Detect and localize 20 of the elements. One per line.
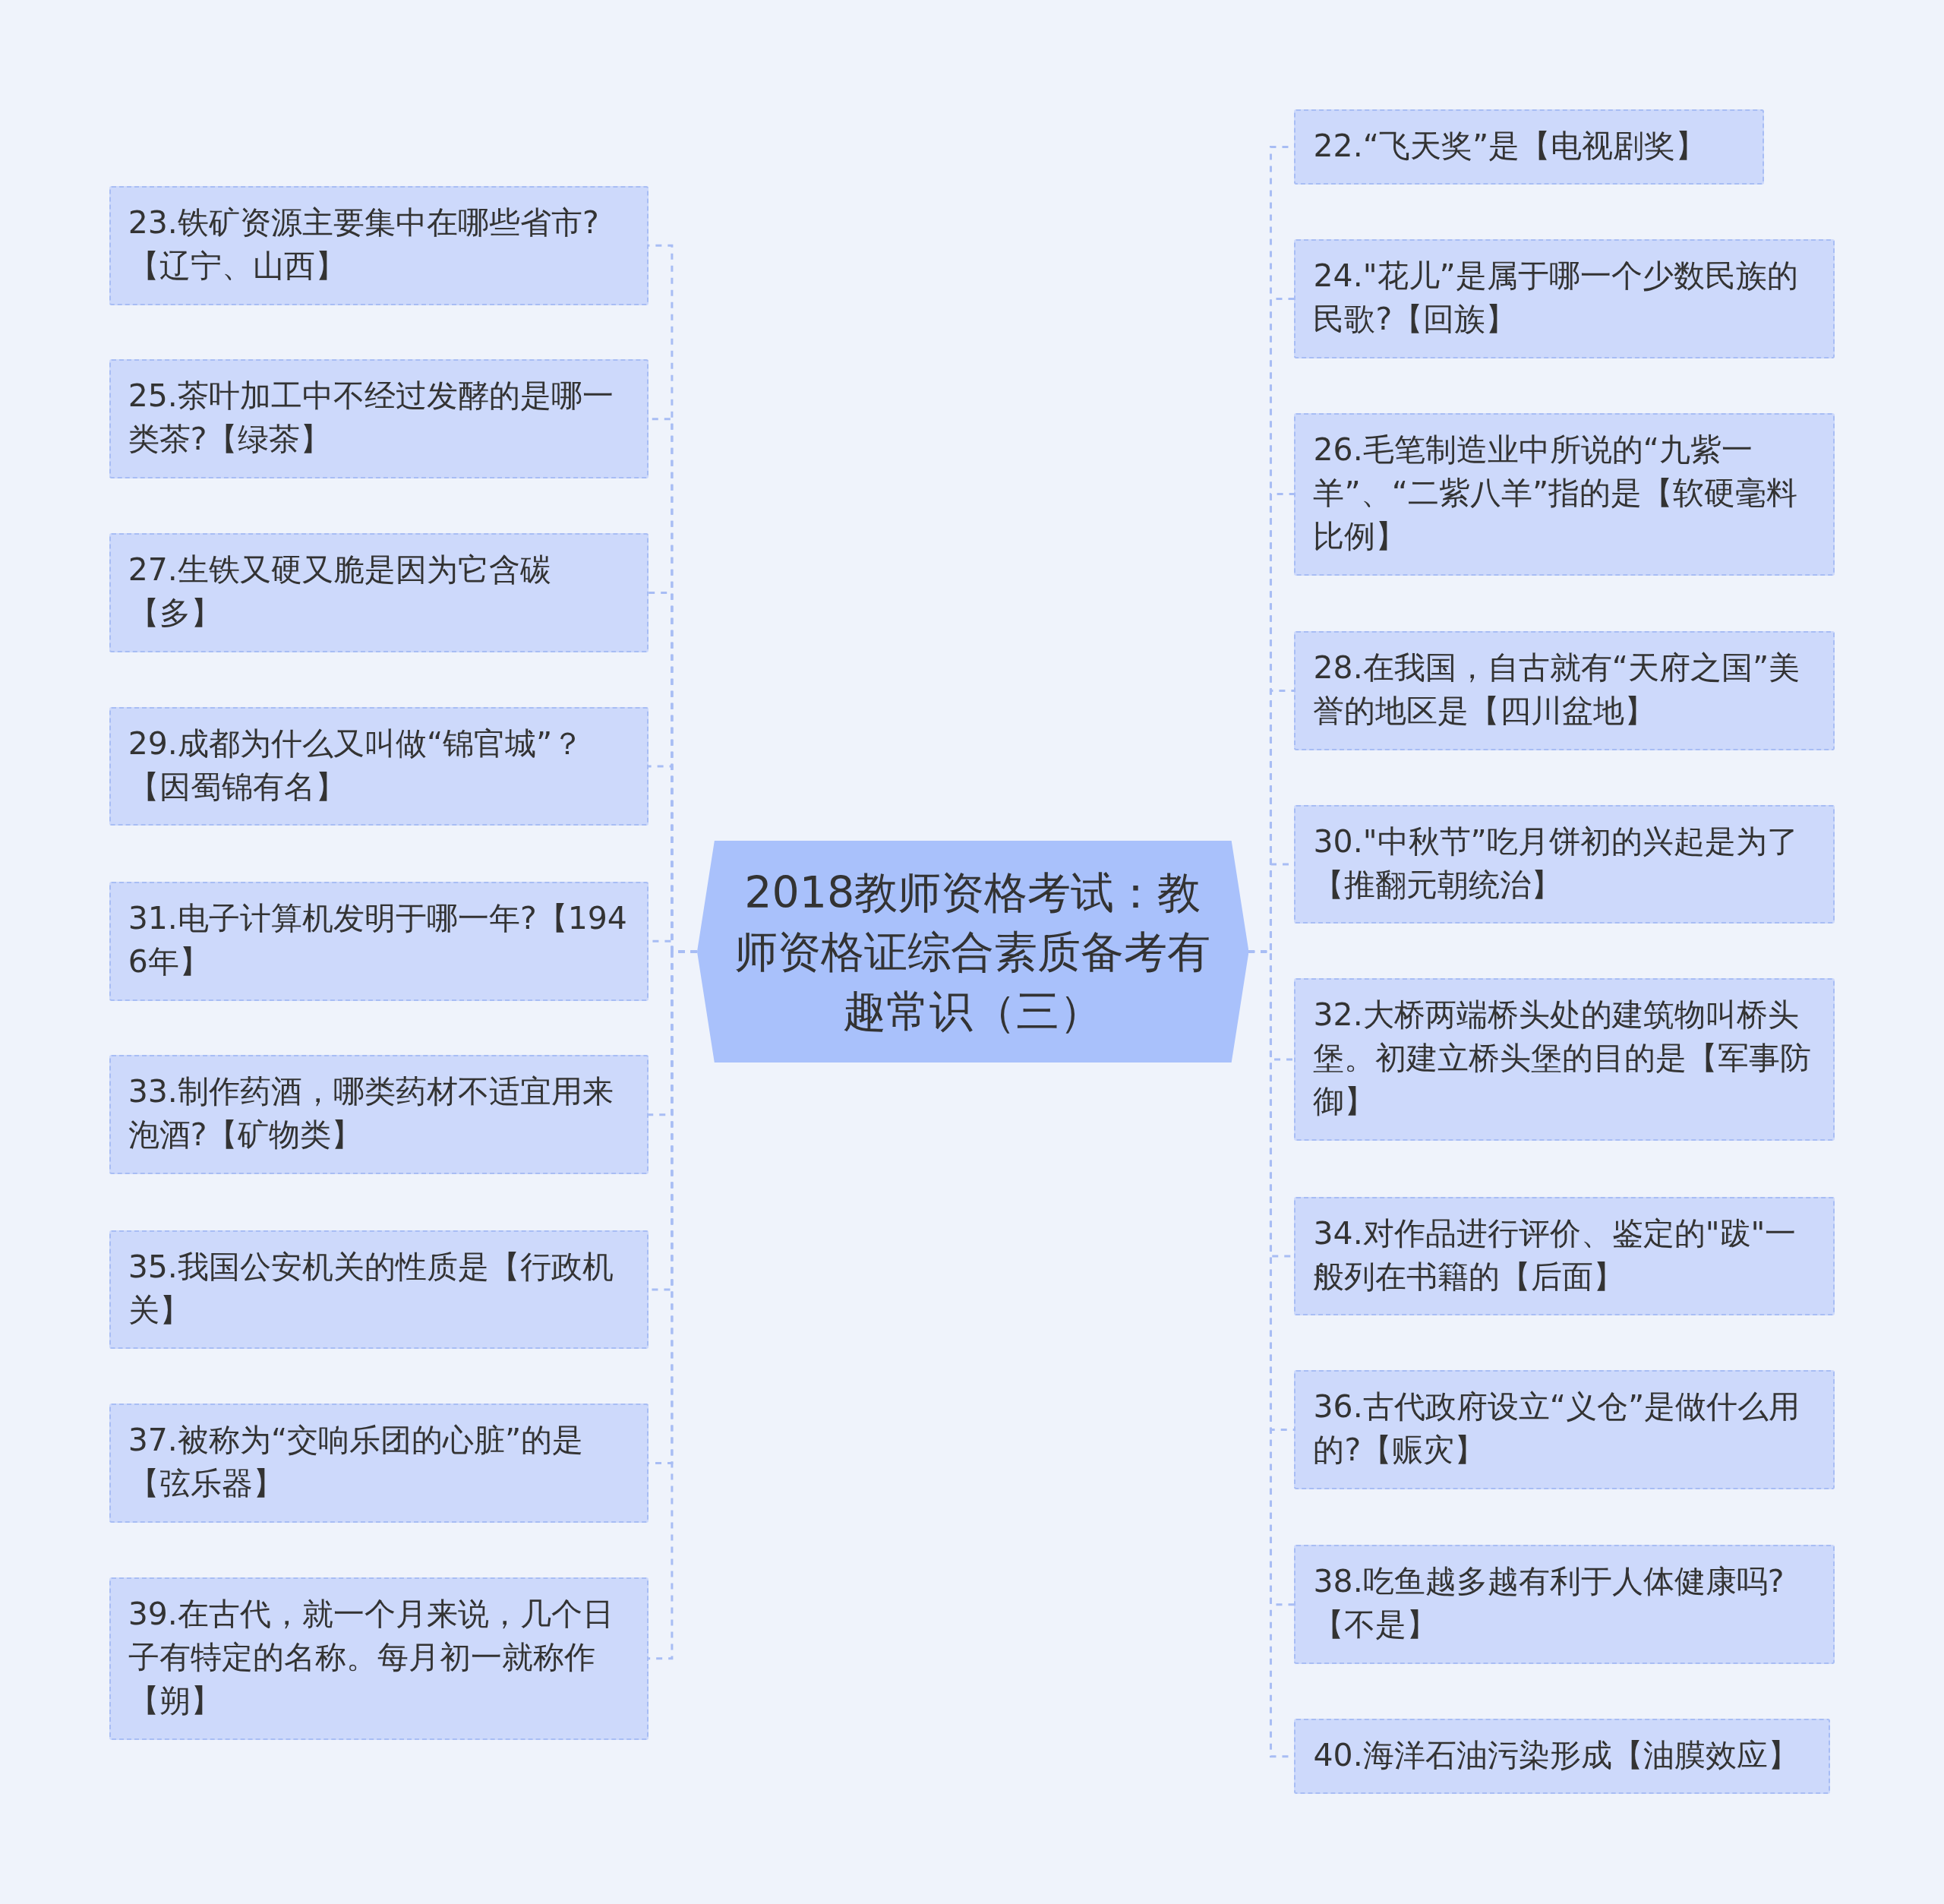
topic-box: 22.“飞天奖”是【电视剧奖】 xyxy=(1294,109,1765,185)
topic-box: 33.制作药酒，哪类药材不适宜用来泡酒?【矿物类】 xyxy=(109,1055,649,1175)
topic-box: 28.在我国，自古就有“天府之国”美誉的地区是【四川盆地】 xyxy=(1294,631,1835,750)
topic-box: 27.生铁又硬又脆是因为它含碳【多】 xyxy=(109,533,649,652)
topic-box: 29.成都为什么又叫做“锦官城”？【因蜀锦有名】 xyxy=(109,706,649,826)
topic-box: 30."中秋节”吃月饼初的兴起是为了【推翻元朝统治】 xyxy=(1294,804,1835,924)
topic-box: 25.茶叶加工中不经过发酵的是哪一类茶?【绿茶】 xyxy=(109,359,649,479)
topic-hexagon: 2018教师资格考试：教师资格证综合素质备考有趣常识（三） xyxy=(696,840,1249,1063)
topic-box: 38.吃鱼越多越有利于人体健康吗?【不是】 xyxy=(1294,1545,1835,1664)
topic-box: 23.铁矿资源主要集中在哪些省市?【辽宁、山西】 xyxy=(109,185,649,305)
topic-box: 39.在古代，就一个月来说，几个日子有特定的名称。每月初一就称作【朔】 xyxy=(109,1577,649,1740)
topic-box: 26.毛笔制造业中所说的“九紫一羊”、“二紫八羊”指的是【软硬毫料比例】 xyxy=(1294,412,1835,576)
topic-box: 24."花儿”是属于哪一个少数民族的民歌?【回族】 xyxy=(1294,239,1835,358)
topic-box: 32.大桥两端桥头处的建筑物叫桥头堡。初建立桥头堡的目的是【军事防御】 xyxy=(1294,978,1835,1141)
topic-box: 36.古代政府设立“义仓”是做什么用的?【赈灾】 xyxy=(1294,1370,1835,1489)
topic-box: 35.我国公安机关的性质是【行政机关】 xyxy=(109,1230,649,1350)
topic-box: 37.被称为“交响乐团的心脏”的是【弦乐器】 xyxy=(109,1404,649,1523)
topic-box: 34.对作品进行评价、鉴定的"跋"一般列在书籍的【后面】 xyxy=(1294,1196,1835,1316)
topic-box: 31.电子计算机发明于哪一年?【1946年】 xyxy=(109,881,649,1001)
topic-box: 40.海洋石油污染形成【油膜效应】 xyxy=(1294,1718,1830,1795)
